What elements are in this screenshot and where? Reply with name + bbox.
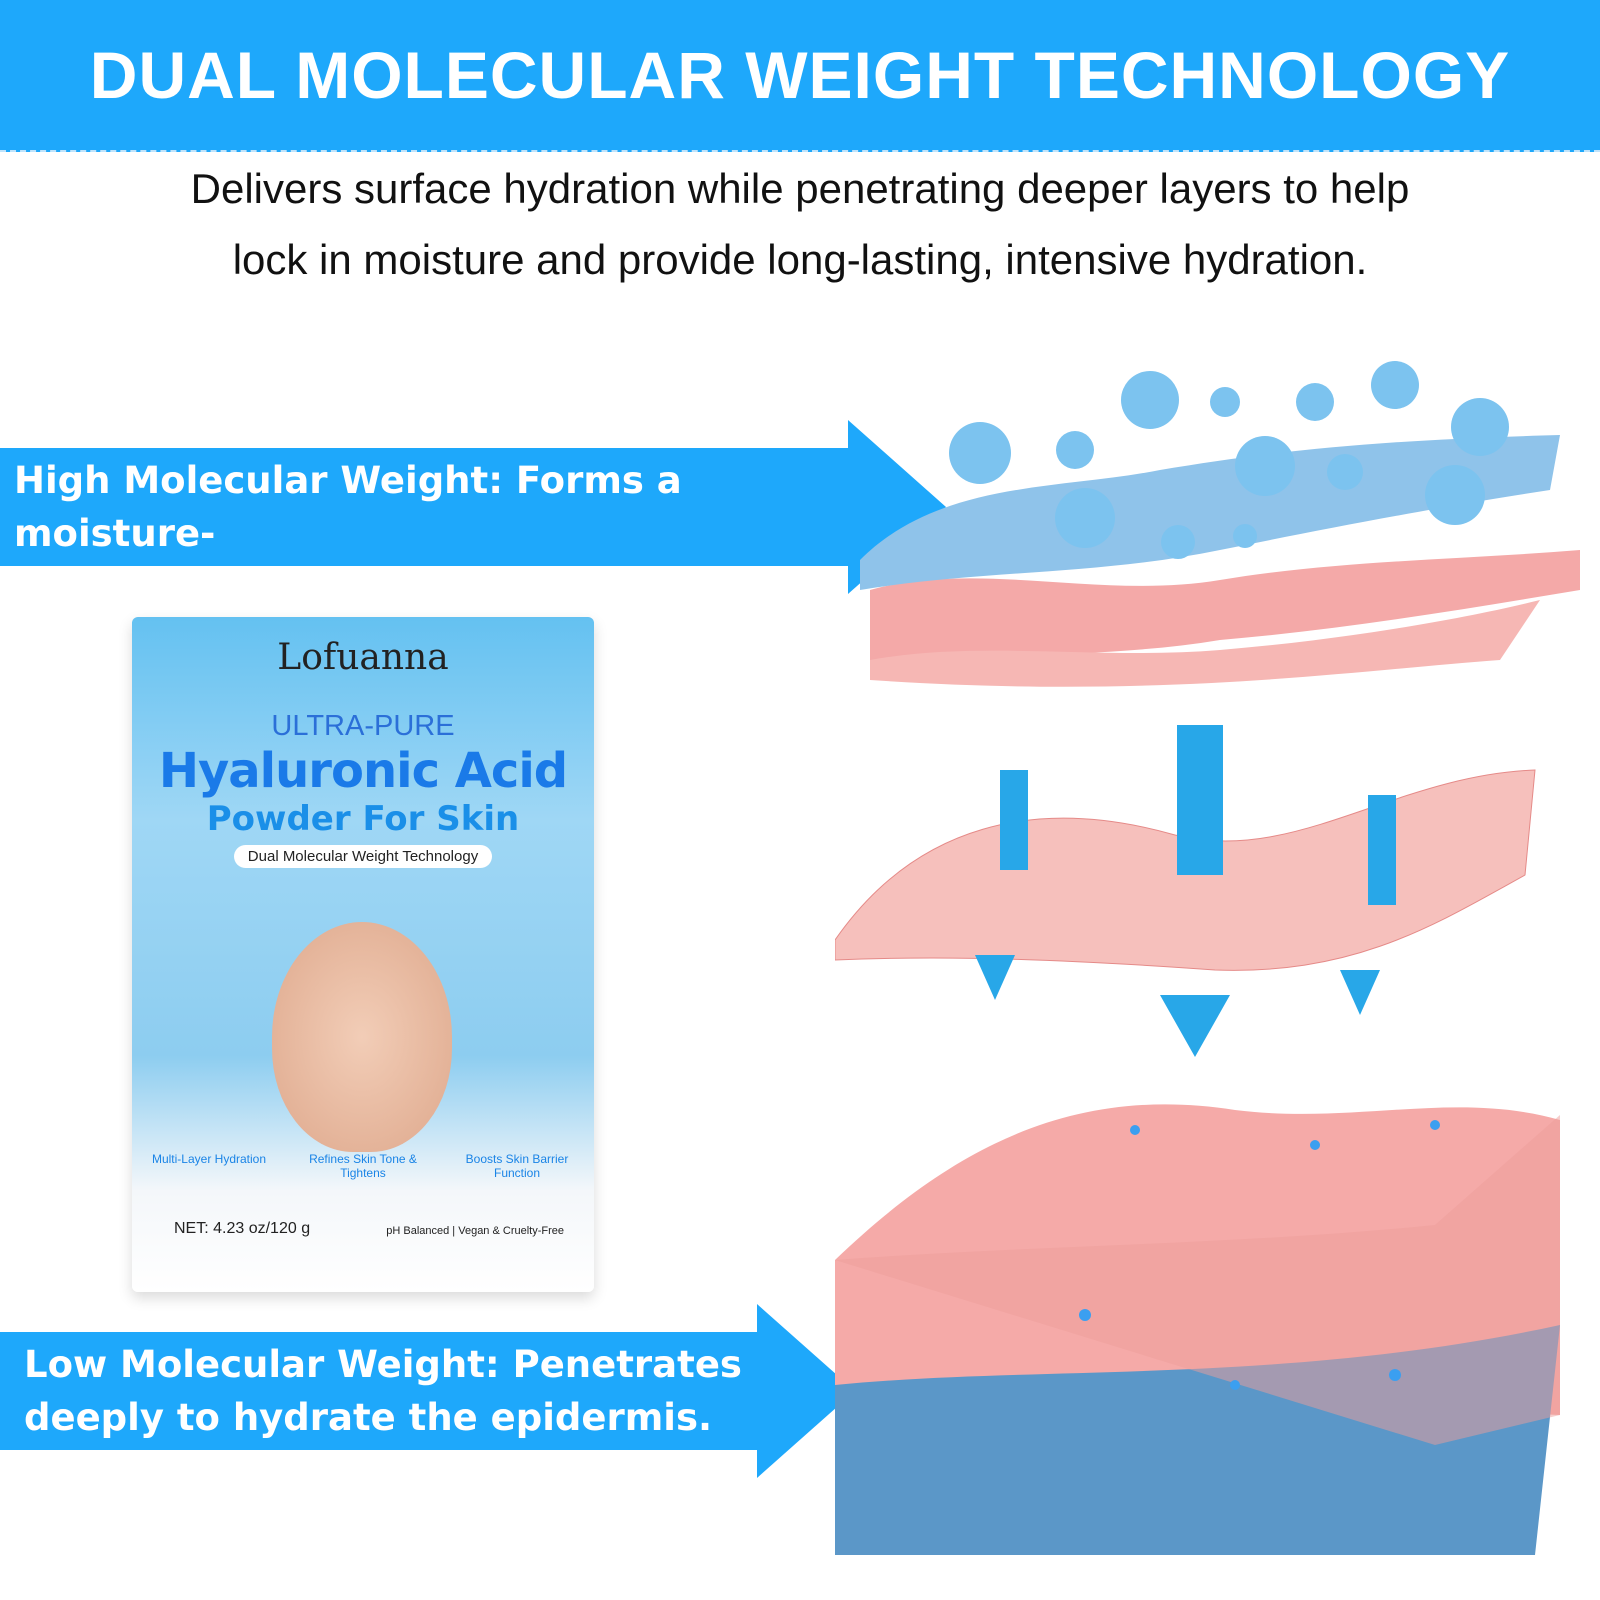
feature-item: Multi-Layer Hydration <box>151 1152 267 1166</box>
high-text-1: Forms a moisture- <box>14 459 682 555</box>
low-text-1: Penetrates <box>499 1343 742 1386</box>
molecule-dots <box>1079 1120 1440 1390</box>
feature-item: Refines Skin Tone & Tightens <box>309 1152 417 1180</box>
skin-layer <box>870 550 1580 670</box>
product-name: Hyaluronic Acid <box>158 743 568 799</box>
low-weight-banner: Low Molecular Weight: Penetrates deeply t… <box>0 1304 855 1478</box>
penetration-arrows <box>975 725 1396 1057</box>
subtitle-line-2: lock in moisture and provide long-lastin… <box>232 236 1368 283</box>
brand-logo: Lofuanna <box>277 637 449 678</box>
low-label: Low Molecular Weight: <box>24 1343 500 1386</box>
model-face-image <box>272 922 452 1152</box>
surface-layer-illustration <box>860 361 1580 687</box>
high-weight-banner: High Molecular Weight: Forms a moisture-… <box>0 420 946 608</box>
product-pouch: Lofuanna ULTRA-PURE Hyaluronic Acid Powd… <box>132 617 594 1292</box>
high-label: High Molecular Weight: <box>14 459 504 502</box>
product-line-1: ULTRA-PURE <box>271 710 455 742</box>
deep-layer-illustration <box>835 1104 1560 1555</box>
high-text-2: locking barrier on the skin’s surface. <box>14 565 784 608</box>
bubble-icons <box>949 361 1509 559</box>
technology-pill: Dual Molecular Weight Technology <box>233 845 493 868</box>
subtitle-line-1: Delivers surface hydration while penetra… <box>190 165 1410 212</box>
product-line-3: Powder For Skin <box>206 799 520 839</box>
feature-list: Multi-Layer Hydration Refines Skin Tone … <box>132 1152 594 1180</box>
page-title: DUAL MOLECULAR WEIGHT TECHNOLOGY <box>89 38 1511 112</box>
low-text-2: deeply to hydrate the epidermis. <box>24 1396 713 1439</box>
middle-layer-illustration <box>835 725 1536 1057</box>
claims: pH Balanced | Vegan & Cruelty-Free <box>386 1225 564 1237</box>
net-weight: NET: 4.23 oz/120 g <box>174 1220 311 1237</box>
skin-layer <box>870 600 1540 687</box>
header-banner: DUAL MOLECULAR WEIGHT TECHNOLOGY <box>0 0 1600 152</box>
moisture-barrier <box>860 435 1560 590</box>
feature-item: Boosts Skin Barrier Function <box>465 1152 569 1180</box>
